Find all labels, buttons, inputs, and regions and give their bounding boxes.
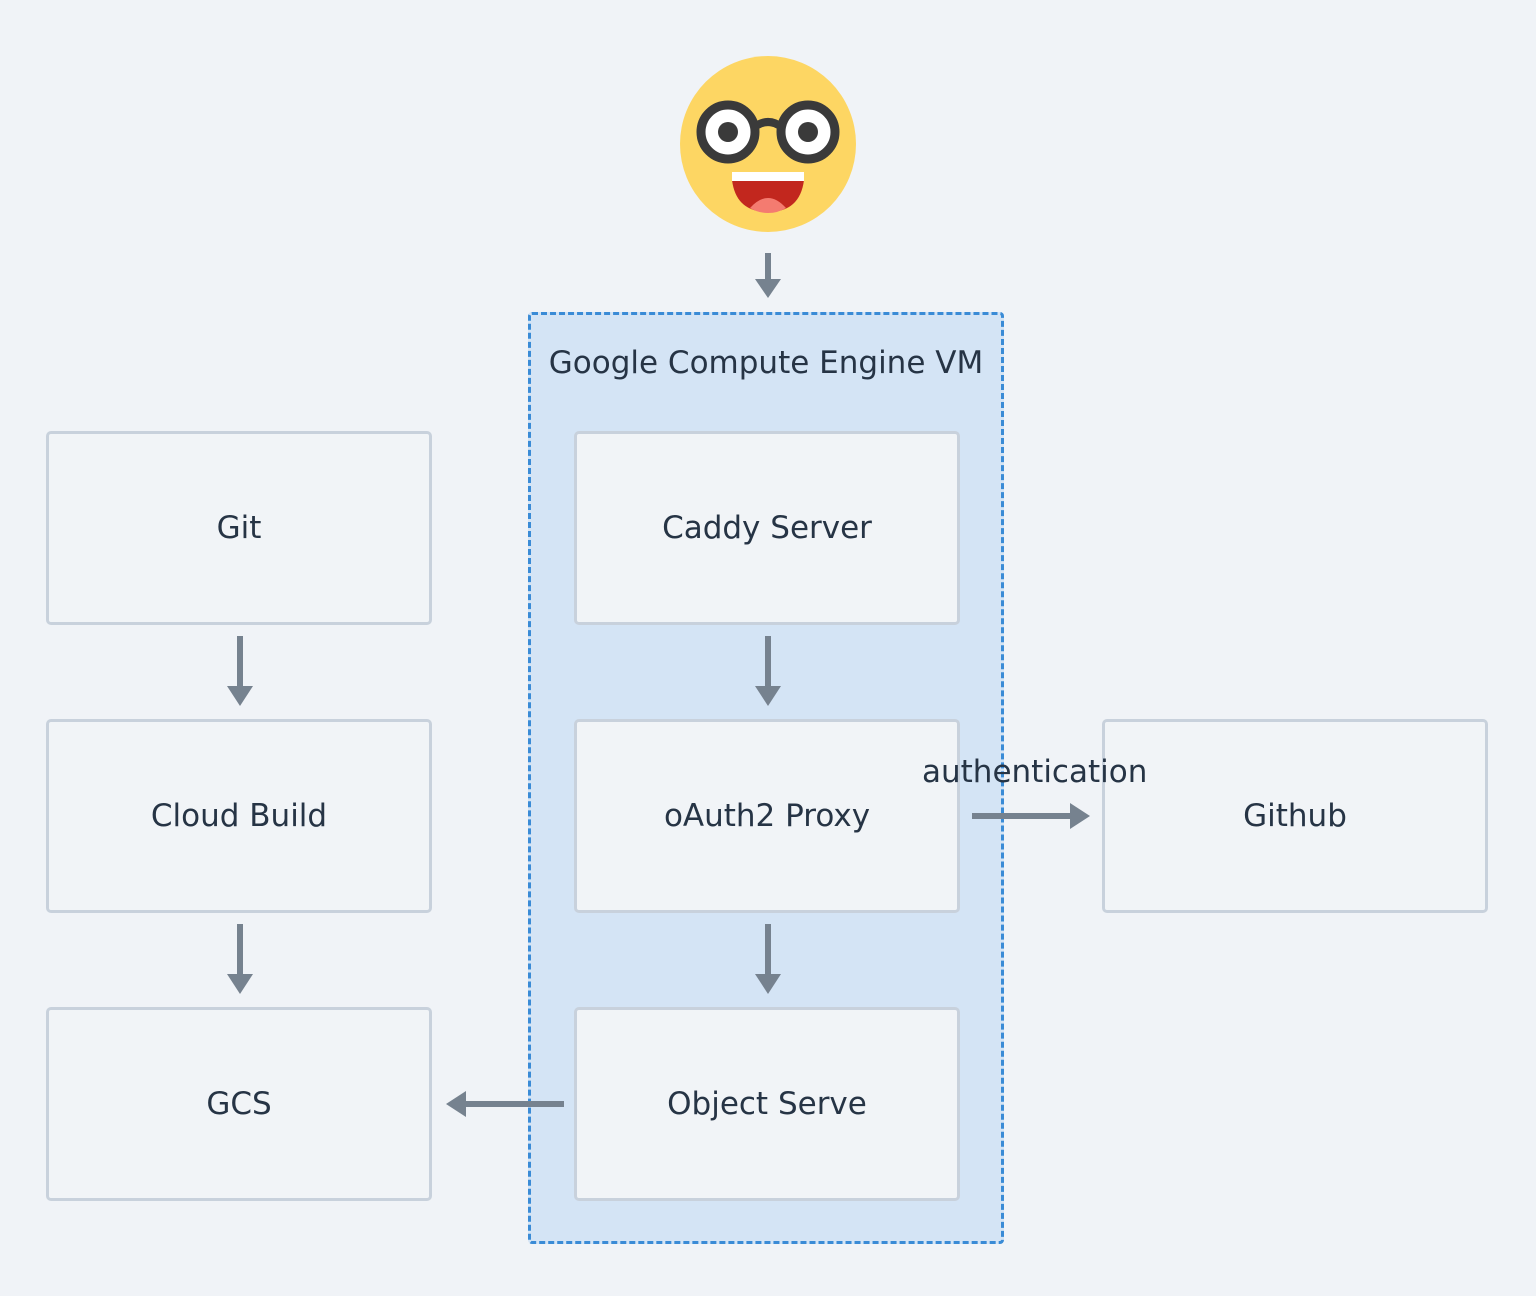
edge-label-authentication: authentication <box>922 754 1148 790</box>
vm-group-title: Google Compute Engine VM <box>548 345 984 381</box>
arrowhead-cloud-build-to-gcs <box>227 974 253 994</box>
nerd-face-emoji-icon <box>680 56 856 232</box>
arrowhead-git-to-cloud-build <box>227 686 253 706</box>
arrowhead-object-serve-to-gcs <box>446 1091 466 1117</box>
arrowhead-user-to-caddy <box>755 279 781 298</box>
node-oauth2-proxy[interactable]: oAuth2 Proxy <box>574 719 960 913</box>
node-caddy-server[interactable]: Caddy Server <box>574 431 960 625</box>
node-cloud-build[interactable]: Cloud Build <box>46 719 432 913</box>
arrowhead-oauth2-to-github <box>1070 803 1090 829</box>
node-object-serve[interactable]: Object Serve <box>574 1007 960 1201</box>
node-git[interactable]: Git <box>46 431 432 625</box>
node-github[interactable]: Github <box>1102 719 1488 913</box>
node-gcs[interactable]: GCS <box>46 1007 432 1201</box>
